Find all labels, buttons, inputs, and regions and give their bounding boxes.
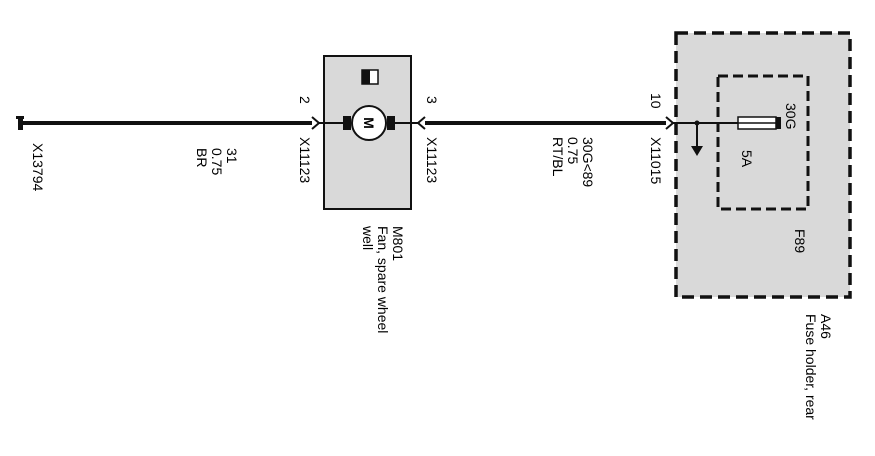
- motor-symbol-label: M: [361, 117, 377, 129]
- fuse-holder-box: [674, 31, 852, 299]
- connector-x11123-left-icon: [311, 116, 321, 130]
- ground-id-label: X13794: [30, 143, 46, 191]
- motor-pin-right-label: 3: [424, 96, 440, 104]
- wire-left-color-label: BR: [194, 148, 210, 167]
- ground-icon: [16, 116, 24, 130]
- motor-name-line1-label: Fan, spare wheel: [375, 226, 391, 333]
- fuse-holder-pin-label: 10: [648, 93, 664, 109]
- junction-arrow-icon: [691, 120, 703, 156]
- motor-conn-right-label: X11123: [424, 137, 440, 183]
- wire-left-size-label: 0.75: [209, 148, 225, 175]
- fuse-holder-id-label: A46: [818, 314, 834, 339]
- fuse-terminal-label: 30G: [783, 103, 799, 129]
- motor-conn-left-label: X11123: [297, 137, 313, 183]
- connector-x11015-icon: [665, 116, 675, 130]
- wire-right-circuit-label: 30G<89: [580, 137, 596, 187]
- motor-name-line2-label: well: [360, 225, 376, 250]
- wire-right-color-label: RT/BL: [550, 137, 566, 177]
- wire-left-circuit-label: 31: [224, 148, 240, 164]
- fuse-holder-name-label: Fuse holder, rear: [803, 314, 819, 420]
- fuse-id-label: F89: [792, 229, 808, 253]
- wire-right-size-label: 0.75: [565, 137, 581, 164]
- fuse-holder-conn-label: X11015: [648, 137, 664, 184]
- motor-pin-left-label: 2: [297, 96, 313, 104]
- fuse-rating-label: 5A: [739, 150, 755, 168]
- motor-icon: M: [343, 105, 395, 141]
- motor-marker-icon: [361, 69, 379, 85]
- fuse-box: [716, 74, 810, 211]
- connector-x11123-right-icon: [416, 116, 426, 130]
- motor-id-label: M801: [390, 226, 406, 261]
- fuse-icon: [737, 116, 781, 130]
